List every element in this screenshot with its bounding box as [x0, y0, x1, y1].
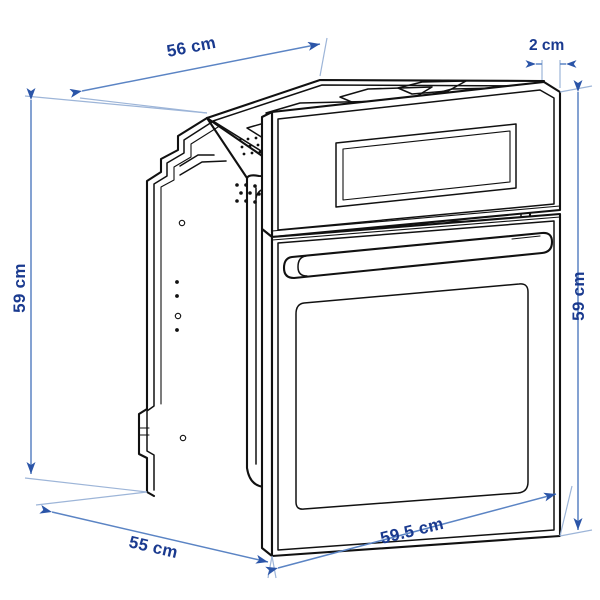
body-side-slab — [260, 227, 274, 558]
mounting-hole — [179, 434, 187, 442]
top-front-trim — [271, 205, 561, 241]
dimension-label-right-height: 59 cm — [569, 271, 588, 321]
mounting-hole — [175, 328, 179, 332]
dimension-label-left-height: 59 cm — [10, 263, 29, 313]
mounting-hole — [175, 280, 179, 284]
dimension-panel-thickness: 2 cm — [525, 37, 577, 88]
back-edge-profile — [137, 116, 227, 498]
door-handle-bar — [282, 231, 554, 280]
control-display-window — [335, 123, 517, 208]
dimension-left-height: 59 cm — [10, 88, 208, 493]
mounting-hole — [175, 294, 179, 298]
mounting-hole — [178, 219, 186, 227]
dimension-label-panel-thickness: 2 cm — [529, 37, 564, 54]
oven-door — [270, 212, 562, 558]
dimension-right-height: 59 cm — [559, 80, 593, 537]
mounting-hole — [174, 312, 182, 320]
